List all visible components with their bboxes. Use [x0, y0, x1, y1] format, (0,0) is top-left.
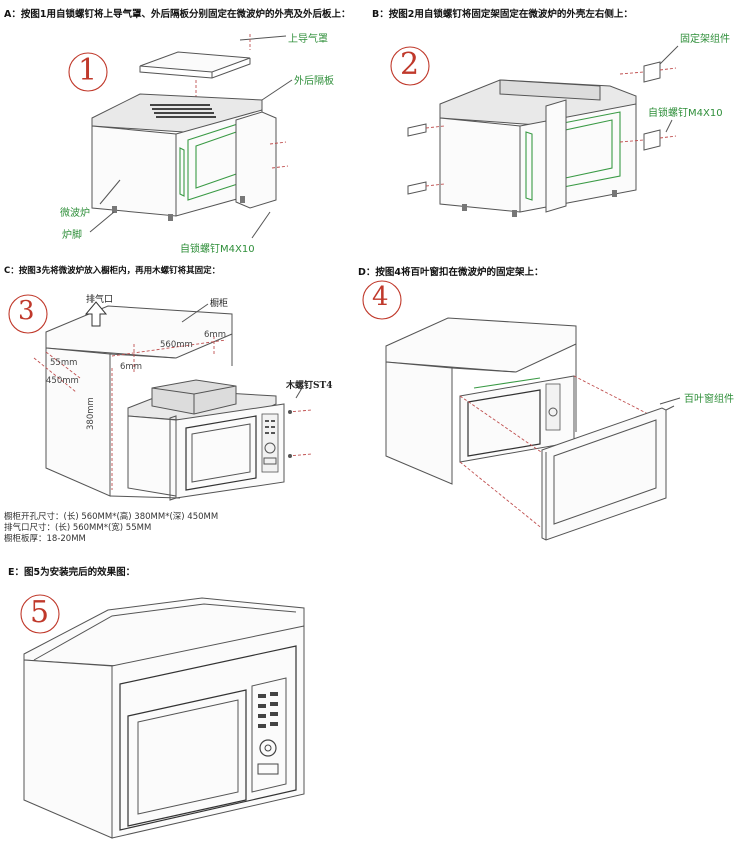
- spec-exhaust: 排气口尺寸：(长) 560MM*(宽) 55MM: [4, 523, 152, 533]
- figure-4: [362, 280, 681, 541]
- step-number-circle-3: [8, 294, 48, 334]
- caption-step-b: B：按图2用自锁螺钉将固定架固定在微波炉的外壳左右侧上：: [372, 9, 633, 20]
- louver-frame: [541, 407, 667, 541]
- step-number-circle-1: [68, 52, 108, 92]
- microwave-door-5: [127, 689, 247, 827]
- label-bracket: 固定架组件: [680, 34, 730, 45]
- top-duct-part: [139, 51, 251, 73]
- microwave-side: [91, 125, 177, 217]
- figure-2: [390, 45, 679, 217]
- label-screw-2: 自锁螺钉M4X10: [648, 108, 723, 119]
- caption-step-d: D：按图4将百叶窗扣在微波炉的固定架上：: [358, 267, 544, 278]
- dim-width: 560mm: [160, 340, 193, 350]
- step-number-circle-5: [20, 594, 60, 634]
- label-screw-1: 自锁螺钉M4X10: [180, 244, 255, 255]
- figure-5: [20, 594, 305, 839]
- dim-depth-b: 450mm: [46, 376, 79, 386]
- label-cabinet: 橱柜: [210, 299, 229, 309]
- figure-1: [68, 34, 293, 239]
- label-exhaust: 排气口: [86, 295, 114, 305]
- label-top-duct: 上导气罩: [288, 34, 328, 45]
- caption-step-c: C：按图3先将微波炉放入橱柜内，再用木螺钉将其固定：: [4, 266, 221, 276]
- step-number-3: 3: [18, 296, 35, 326]
- exhaust-arrow-icon: [84, 301, 108, 327]
- dim-gap: 6mm: [120, 362, 142, 372]
- label-wood-screw: 木螺钉ST4: [286, 381, 333, 391]
- label-louver: 百叶窗组件: [684, 394, 734, 405]
- step-number-circle-2: [390, 46, 430, 86]
- dial-icon: [259, 739, 277, 757]
- caption-step-a: A：按图1用自锁螺钉将上导气罩、外后隔板分别固定在微波炉的外壳及外后板上：: [4, 9, 351, 20]
- step-number-1: 1: [78, 53, 98, 88]
- label-feet: 炉脚: [62, 230, 82, 241]
- step-number-4: 4: [372, 282, 389, 312]
- label-microwave: 微波炉: [60, 208, 90, 219]
- spec-cutout: 橱柜开孔尺寸：(长) 560MM*(高) 380MM*(深) 450MM: [4, 512, 219, 522]
- spec-thickness: 橱柜板厚：18-20MM: [4, 534, 86, 544]
- step-number-circle-4: [362, 280, 402, 320]
- dim-height: 380mm: [86, 397, 96, 430]
- label-rear-panel: 外后隔板: [294, 76, 334, 87]
- figure-3: [8, 294, 313, 501]
- dim-side: 6mm: [204, 330, 226, 340]
- step-number-5: 5: [30, 595, 50, 630]
- caption-step-e: E：图5为安装完后的效果图：: [8, 567, 136, 578]
- dim-depth-a: 55mm: [50, 358, 78, 368]
- step-number-2: 2: [400, 47, 420, 82]
- rear-panel-part: [235, 111, 277, 209]
